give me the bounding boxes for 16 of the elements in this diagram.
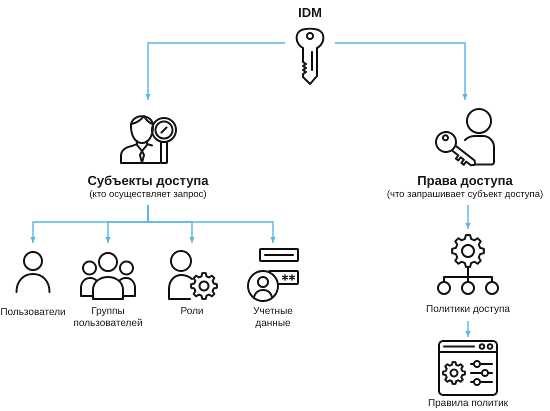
arrow bbox=[465, 321, 471, 337]
node-subtitle: (что запрашивает субъект доступа) bbox=[386, 189, 544, 201]
node-title: IDM bbox=[298, 5, 322, 21]
node-label: Правила политик bbox=[428, 398, 508, 410]
node-label: Пользователи bbox=[0, 307, 66, 319]
node-label: Учетные данные bbox=[252, 306, 294, 330]
arrow bbox=[145, 42, 285, 100]
arrow bbox=[335, 42, 468, 100]
node-label: Политики доступа bbox=[426, 304, 510, 316]
node-title: Субъекты доступа bbox=[87, 173, 209, 189]
node-label: Группы пользователей bbox=[72, 306, 144, 330]
node-label: Роли bbox=[180, 306, 204, 318]
arrow bbox=[147, 205, 276, 243]
node-title: Права доступа bbox=[417, 173, 513, 189]
arrow bbox=[465, 205, 471, 229]
node-subtitle: (кто осуществляет запрос) bbox=[89, 189, 207, 201]
